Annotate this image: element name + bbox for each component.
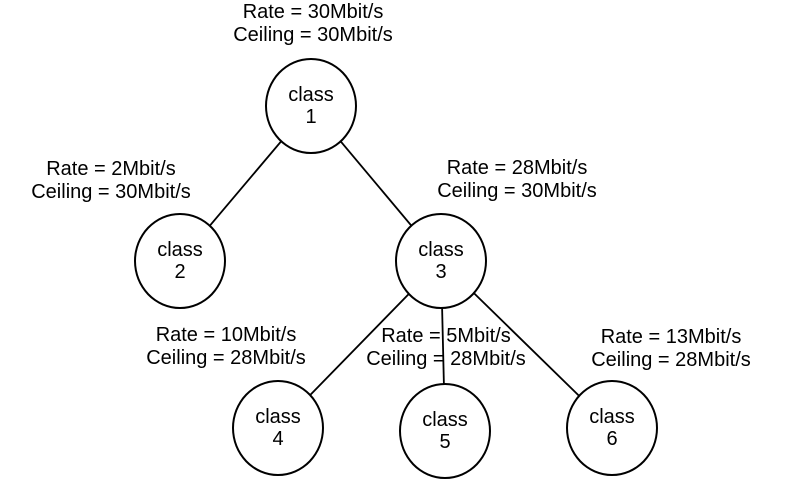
annotation-class-2: Rate = 2Mbit/s Ceiling = 30Mbit/s — [31, 158, 191, 204]
node-class-3: class 3 — [395, 213, 487, 309]
node-word: class — [422, 409, 468, 431]
node-class-5: class 5 — [399, 383, 491, 479]
node-word: class — [589, 406, 635, 428]
ceiling-label: Ceiling = 28Mbit/s — [591, 349, 751, 371]
annotation-class-4: Rate = 10Mbit/s Ceiling = 28Mbit/s — [146, 324, 306, 370]
node-class-1: class 1 — [265, 58, 357, 154]
node-word: class — [418, 239, 464, 261]
ceiling-label: Ceiling = 30Mbit/s — [233, 24, 393, 46]
node-class-6: class 6 — [566, 380, 658, 476]
ceiling-label: Ceiling = 30Mbit/s — [437, 180, 597, 202]
node-class-4: class 4 — [232, 380, 324, 476]
rate-label: Rate = 30Mbit/s — [242, 1, 384, 23]
rate-label: Rate = 13Mbit/s — [600, 326, 742, 348]
node-number: 2 — [174, 261, 186, 283]
node-number: 6 — [606, 428, 618, 450]
annotation-class-6: Rate = 13Mbit/s Ceiling = 28Mbit/s — [591, 326, 751, 372]
node-word: class — [255, 406, 301, 428]
annotation-class-5: Rate = 5Mbit/s Ceiling = 28Mbit/s — [366, 325, 526, 371]
ceiling-label: Ceiling = 28Mbit/s — [146, 347, 306, 369]
node-number: 4 — [272, 428, 284, 450]
rate-label: Rate = 5Mbit/s — [381, 325, 511, 347]
annotation-class-1: Rate = 30Mbit/s Ceiling = 30Mbit/s — [233, 1, 393, 47]
node-class-2: class 2 — [134, 213, 226, 309]
rate-label: Rate = 2Mbit/s — [46, 158, 176, 180]
node-number: 3 — [435, 261, 447, 283]
node-word: class — [157, 239, 203, 261]
rate-label: Rate = 28Mbit/s — [446, 157, 588, 179]
ceiling-label: Ceiling = 28Mbit/s — [366, 348, 526, 370]
node-number: 5 — [439, 431, 451, 453]
annotation-class-3: Rate = 28Mbit/s Ceiling = 30Mbit/s — [437, 157, 597, 203]
node-word: class — [288, 84, 334, 106]
ceiling-label: Ceiling = 30Mbit/s — [31, 181, 191, 203]
rate-label: Rate = 10Mbit/s — [155, 324, 297, 346]
node-number: 1 — [305, 106, 317, 128]
